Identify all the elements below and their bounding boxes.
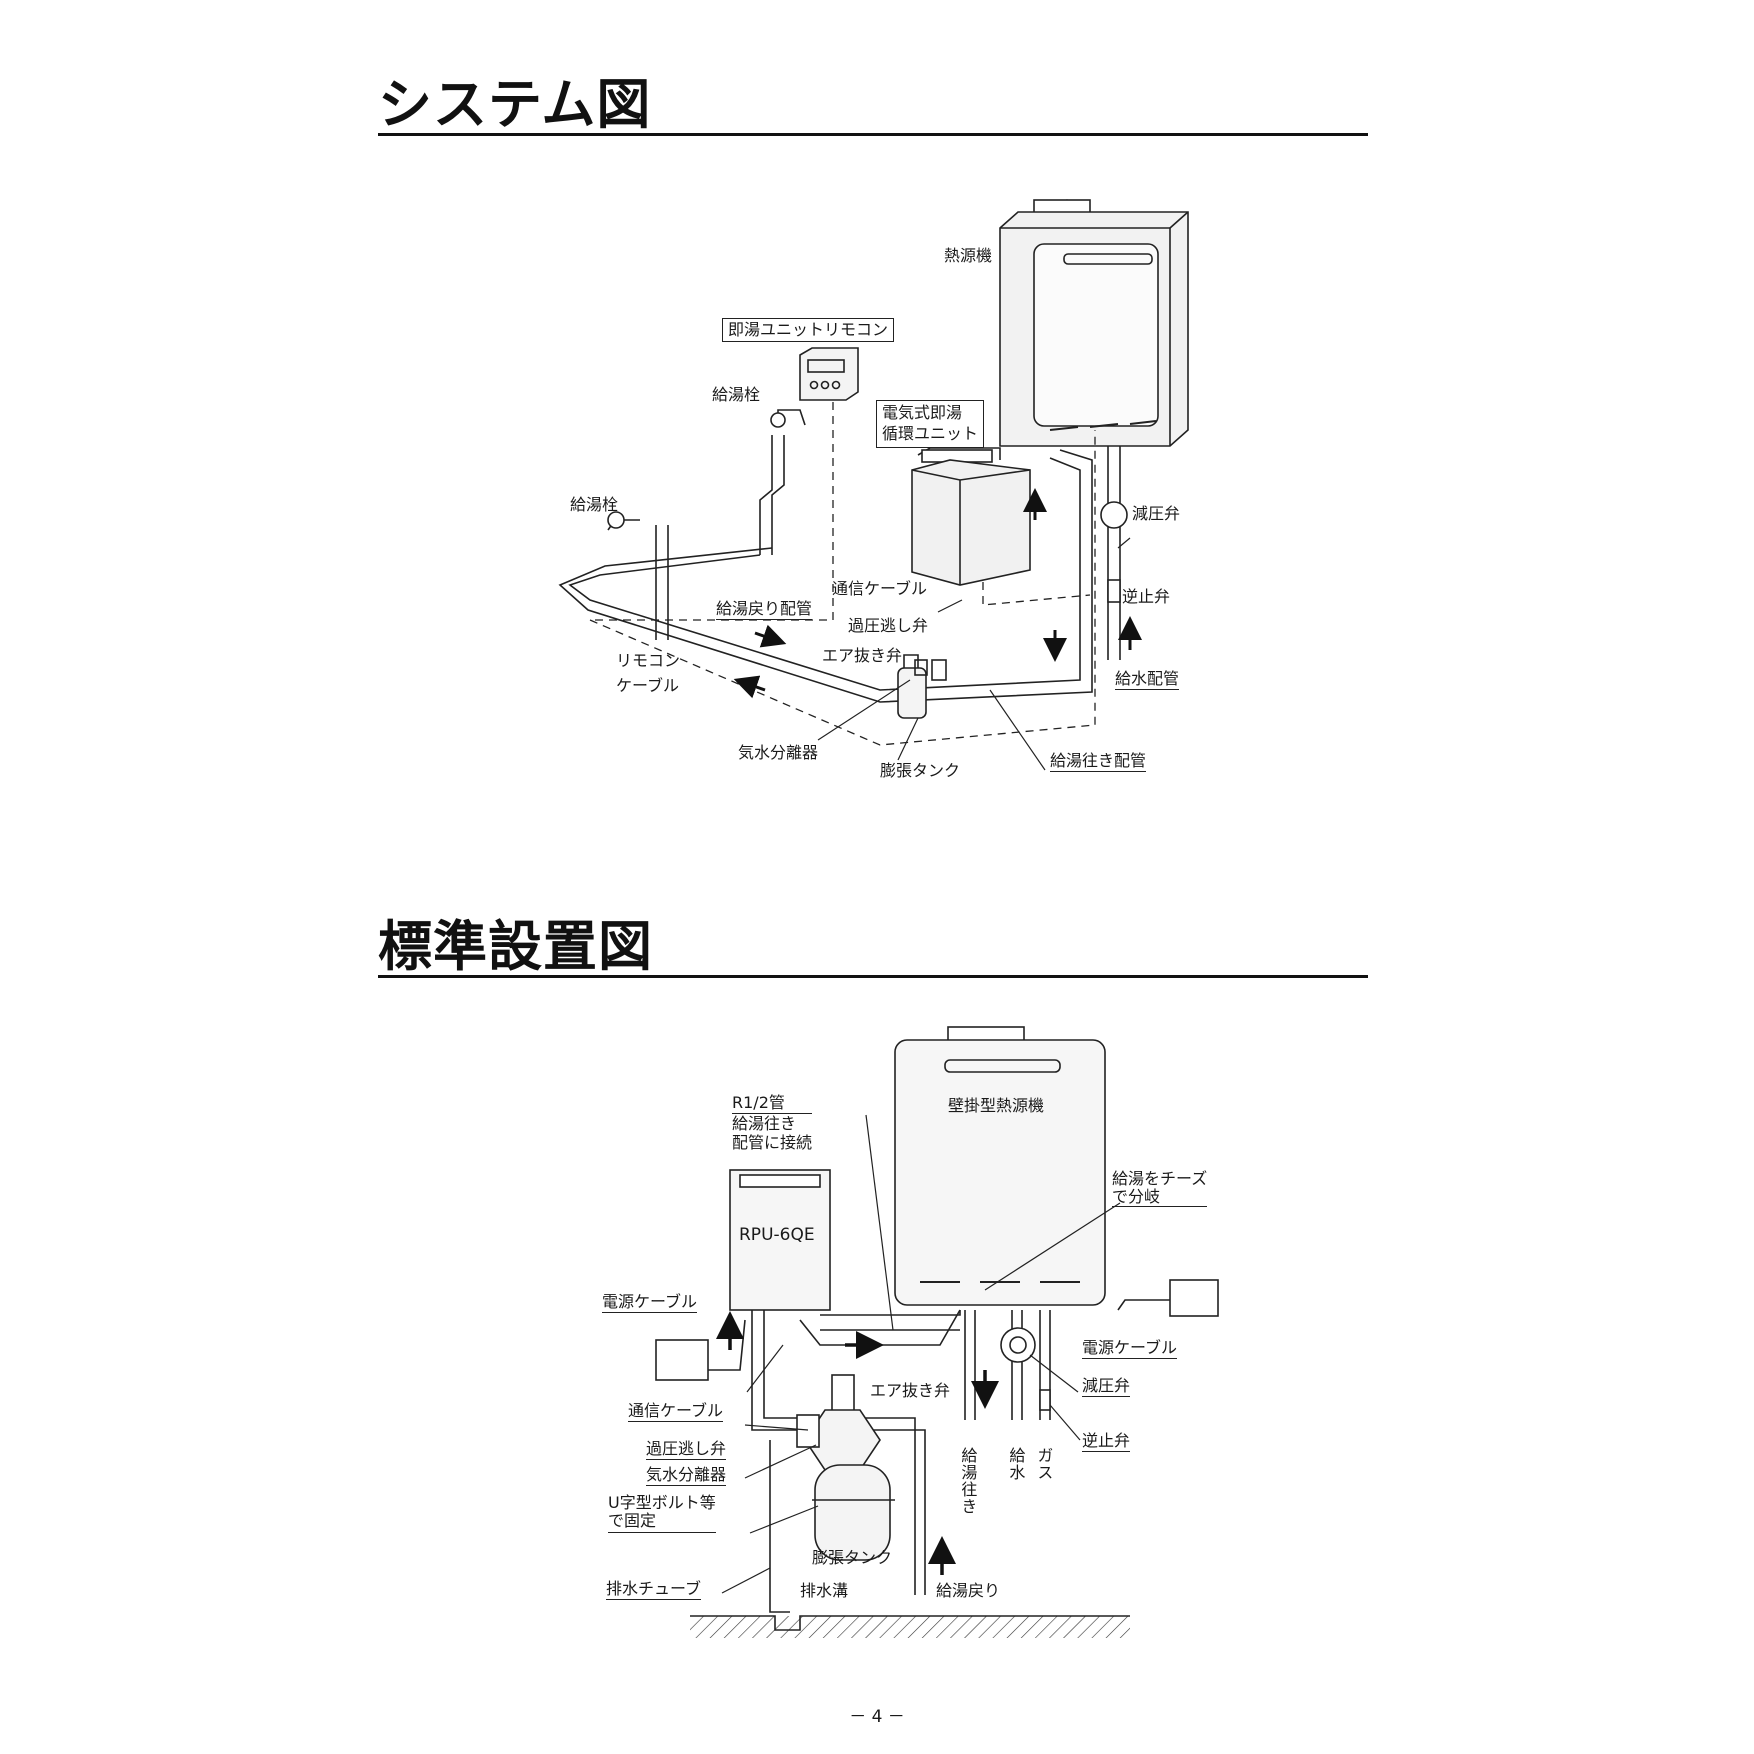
title-rule (378, 133, 1368, 136)
label-separator: 気水分離器 (738, 743, 819, 762)
label-check-valve: 逆止弁 (1122, 587, 1171, 606)
label-u-bolt-1: U字型ボルト等 (608, 1493, 716, 1512)
label-circulation-unit: 電気式即湯 循環ユニット (876, 400, 985, 448)
label-r12-note: R1/2管 給湯往き 配管に接続 (732, 1093, 813, 1153)
label-faucet-1: 給湯栓 (712, 385, 761, 404)
circulation-unit (911, 447, 1031, 586)
ground (690, 1616, 1130, 1638)
label-u-bolt-2: で固定 (608, 1512, 716, 1533)
label-pressure-reducing: 減圧弁 (1132, 504, 1181, 523)
label-water-supply-pipe: 給水配管 (1115, 669, 1180, 691)
label-remote-cable-2: ケーブル (616, 676, 680, 695)
label-faucet-2: 給湯栓 (570, 495, 619, 514)
label-tee-note: 給湯をチーズ で分岐 (1112, 1169, 1208, 1208)
label-return-pipe: 給湯戻り配管 (716, 599, 813, 621)
label-r12-2: 給湯往き (732, 1114, 797, 1134)
label-remote-cable-1: リモコン (616, 651, 681, 670)
label-u-bolt-note: U字型ボルト等 で固定 (608, 1493, 716, 1533)
label-supply-pipe: 給湯往き配管 (1050, 751, 1147, 773)
label-separator-install: 気水分離器 (646, 1465, 727, 1487)
label-remote: 即湯ユニットリモコン (722, 318, 895, 343)
install-diagram-title: 標準設置図 (378, 915, 653, 978)
system-diagram-title: システム図 (378, 73, 652, 136)
title-rule (378, 975, 1368, 978)
label-r12-3: 配管に接続 (732, 1133, 813, 1153)
install-diagram-drawing (655, 1026, 1219, 1613)
label-air-vent: エア抜き弁 (822, 646, 903, 665)
label-tee-1: 給湯をチーズ (1112, 1169, 1208, 1188)
label-relief-valve-install: 過圧逃し弁 (646, 1439, 727, 1461)
label-expansion-tank: 膨張タンク (880, 761, 961, 780)
label-power-cable-left: 電源ケーブル (602, 1292, 698, 1314)
label-drain-gutter: 排水溝 (800, 1581, 849, 1600)
label-gas: ガス (1034, 1447, 1054, 1481)
page-number: － 4 － (849, 1707, 905, 1727)
label-hot-out: 給湯往き (958, 1447, 978, 1515)
label-heat-source: 熱源機 (944, 246, 993, 265)
label-power-cable-right: 電源ケーブル (1082, 1338, 1178, 1360)
label-relief-valve: 過圧逃し弁 (848, 616, 929, 635)
faucet-upper (759, 409, 806, 555)
label-pressure-reducing-install: 減圧弁 (1082, 1376, 1131, 1398)
label-expansion-tank-install: 膨張タンク (812, 1548, 893, 1567)
label-unit-line2: 循環ユニット (882, 423, 979, 443)
label-unit-line1: 電気式即湯 (882, 403, 963, 422)
heat-source-unit (999, 199, 1189, 447)
label-comm-cable: 通信ケーブル (832, 579, 928, 598)
label-wall-heat-source: 壁掛型熱源機 (948, 1096, 1045, 1115)
label-water: 給水 (1006, 1447, 1026, 1481)
label-drain-tube: 排水チューブ (606, 1579, 702, 1601)
label-check-valve-install: 逆止弁 (1082, 1431, 1131, 1453)
label-comm-cable-install: 通信ケーブル (628, 1401, 724, 1423)
label-r12-1: R1/2管 (732, 1093, 813, 1115)
remote-controller (799, 347, 859, 401)
separator-and-tank (897, 654, 947, 719)
label-hot-return: 給湯戻り (936, 1581, 1001, 1600)
label-model: RPU-6QE (739, 1225, 815, 1245)
label-air-vent-install: エア抜き弁 (870, 1381, 951, 1400)
label-tee-2: で分岐 (1112, 1187, 1208, 1208)
